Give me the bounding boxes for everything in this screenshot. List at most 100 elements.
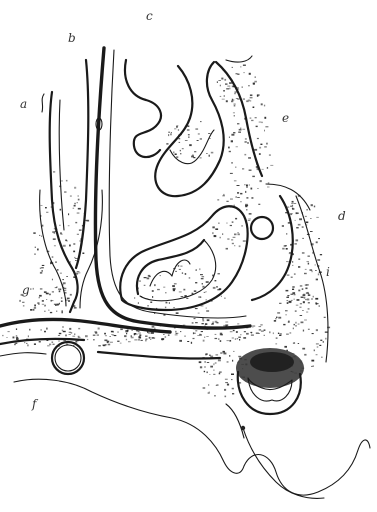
stipple-dot xyxy=(226,248,228,250)
stipple-dot xyxy=(264,329,266,331)
stipple-dot xyxy=(239,339,240,341)
stipple-dot xyxy=(56,311,57,312)
stipple-dot xyxy=(175,271,177,272)
stipple-dot xyxy=(316,354,318,355)
stipple-dot xyxy=(216,286,217,288)
stipple-dot xyxy=(257,94,260,96)
stipple-dot xyxy=(301,297,304,299)
stipple-dot xyxy=(63,282,66,284)
stipple-dot xyxy=(117,341,119,342)
stipple-dot xyxy=(184,336,186,337)
stipple-dot xyxy=(17,337,19,338)
stipple-dot xyxy=(234,115,235,116)
stipple-dot xyxy=(294,273,296,275)
stipple-dot xyxy=(292,289,294,290)
stipple-dot xyxy=(117,332,119,333)
stipple-dot xyxy=(206,308,208,309)
stipple-dot xyxy=(149,337,151,339)
stipple-dot xyxy=(290,332,292,333)
label-a: a xyxy=(20,97,27,111)
stipple-dot xyxy=(52,300,53,301)
stipple-dot xyxy=(35,247,36,248)
label-c: c xyxy=(146,9,153,23)
stipple-dot xyxy=(124,335,126,337)
stipple-dot xyxy=(40,272,42,274)
stipple-dot xyxy=(316,217,319,218)
stipple-dot xyxy=(216,354,219,355)
stipple-dot xyxy=(78,199,80,201)
stipple-dot xyxy=(209,374,210,375)
stipple-dot xyxy=(313,296,314,298)
stipple-dot xyxy=(53,171,55,172)
stipple-dot xyxy=(70,196,72,197)
stipple-dot xyxy=(302,238,304,239)
stipple-dot xyxy=(200,366,202,368)
stipple-dot xyxy=(285,314,287,315)
label-g: g xyxy=(22,283,30,297)
stipple-dot xyxy=(59,303,60,305)
stipple-dot xyxy=(316,343,319,344)
stipple-dot xyxy=(249,213,252,215)
stipple-dot xyxy=(207,319,210,321)
stipple-dot xyxy=(267,167,268,169)
stipple-dot xyxy=(316,279,318,281)
stipple-dot xyxy=(185,273,187,275)
stipple-dot xyxy=(121,329,122,330)
stipple-dot xyxy=(218,80,221,81)
stipple-dot xyxy=(249,170,252,171)
stipple-dot xyxy=(294,292,295,293)
stipple-dot xyxy=(141,340,143,341)
stipple-dot xyxy=(301,322,304,324)
stipple-dot xyxy=(179,340,182,342)
stipple-dot xyxy=(215,334,217,335)
stipple-dot xyxy=(149,276,151,277)
stipple-dot xyxy=(213,370,215,371)
figure-labels: a b c d e f g i xyxy=(20,9,346,411)
stipple-dot xyxy=(53,238,56,240)
stipple-dot xyxy=(16,335,17,336)
stipple-dot xyxy=(298,290,300,292)
stipple-dot xyxy=(226,201,228,202)
stipple-dot xyxy=(305,299,307,300)
stipple-dot xyxy=(278,333,279,334)
stipple-dot xyxy=(237,185,240,186)
stipple-dot xyxy=(23,305,25,306)
stipple-dot xyxy=(77,271,80,272)
stipple-dot xyxy=(285,310,288,311)
stipple-dot xyxy=(307,209,308,211)
stipple-dot xyxy=(299,307,301,308)
stipple-dot xyxy=(192,322,194,323)
stipple-dot xyxy=(238,132,241,133)
stipple-dot xyxy=(219,373,221,375)
stipple-dot xyxy=(293,328,294,330)
stipple-dot xyxy=(231,140,233,142)
stipple-dot xyxy=(291,300,293,301)
stipple-dot xyxy=(246,186,248,188)
stipple-dot xyxy=(294,243,297,244)
stipple-dot xyxy=(179,269,181,270)
stipple-dot xyxy=(16,328,17,330)
stipple-dot xyxy=(222,99,225,100)
stipple-dot xyxy=(189,277,191,278)
stipple-dot xyxy=(298,266,300,268)
stipple-dot xyxy=(224,389,226,391)
stipple-dot xyxy=(62,326,63,328)
stipple-dot xyxy=(145,340,147,342)
stipple-dot xyxy=(126,333,127,334)
stipple-dot xyxy=(188,134,190,135)
stipple-dot xyxy=(75,260,77,261)
stipple-dot xyxy=(220,340,222,342)
stipple-dot xyxy=(237,123,239,124)
stipple-dot xyxy=(72,336,75,337)
stipple-dot xyxy=(213,374,215,375)
stipple-dot xyxy=(229,88,230,90)
stipple-dot xyxy=(98,328,100,330)
stipple-dot xyxy=(321,357,322,358)
stipple-dot xyxy=(235,92,237,93)
stipple-dot xyxy=(261,331,264,332)
stipple-dot xyxy=(316,329,318,331)
stipple-dot xyxy=(108,344,111,346)
stipple-dot xyxy=(254,149,257,151)
stipple-dot xyxy=(234,105,236,106)
